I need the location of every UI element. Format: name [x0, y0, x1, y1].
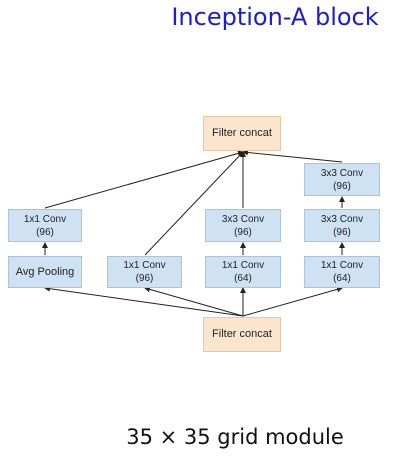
branch4-conv-1x1: 1x1 Conv (64) [304, 256, 380, 288]
edge-b4-to-output [242, 149, 343, 163]
branch1-avg-pooling: Avg Pooling [8, 256, 82, 288]
branch1-avg-pooling-label: Avg Pooling [15, 265, 75, 278]
edge-b2-to-output [144, 151, 244, 256]
branch3-conv-3x3-filters: (96) [234, 226, 252, 238]
branch1-conv-1x1-type: 1x1 Conv [23, 213, 67, 225]
branch4-conv-1x1-filters: (64) [333, 273, 351, 284]
branch2-conv-1x1: 1x1 Conv (96) [107, 256, 182, 288]
branch3-conv-1x1: 1x1 Conv (64) [205, 256, 281, 288]
grid-size-caption: 35 × 35 grid module [126, 425, 344, 449]
branch4-conv-3x3-top-type: 3x3 Conv [320, 167, 364, 179]
branch3-conv-1x1-filters: (64) [234, 273, 252, 284]
edge-input-to-b4-conv1 [242, 286, 343, 317]
branch1-conv-1x1-filters: (96) [36, 226, 54, 238]
branch4-conv-3x3-mid-filters: (96) [333, 226, 351, 238]
edge-input-to-b2-conv [144, 286, 244, 317]
branch4-conv-3x3-mid: 3x3 Conv (96) [304, 209, 380, 242]
filter-concat-input: Filter concat [203, 317, 281, 352]
branch4-conv-3x3-mid-type: 3x3 Conv [320, 213, 364, 225]
filter-concat-output: Filter concat [203, 116, 281, 151]
branch4-conv-3x3-top: 3x3 Conv (96) [304, 163, 380, 196]
filter-concat-input-label: Filter concat [212, 328, 272, 340]
branch3-conv-3x3: 3x3 Conv (96) [205, 209, 281, 242]
branch4-conv-1x1-type: 1x1 Conv [320, 260, 364, 271]
branch3-conv-1x1-type: 1x1 Conv [221, 260, 265, 271]
branch4-conv-3x3-top-filters: (96) [333, 180, 351, 192]
edge-input-to-avgpool [44, 285, 244, 317]
filter-concat-output-label: Filter concat [212, 127, 272, 139]
branch1-conv-1x1: 1x1 Conv (96) [8, 209, 82, 242]
branch2-conv-1x1-type: 1x1 Conv [123, 260, 166, 271]
branch2-conv-1x1-filters: (96) [135, 273, 154, 284]
edge-b1-to-output [44, 150, 244, 209]
branch3-conv-3x3-type: 3x3 Conv [221, 213, 265, 225]
diagram-title: Inception-A block [171, 3, 379, 31]
